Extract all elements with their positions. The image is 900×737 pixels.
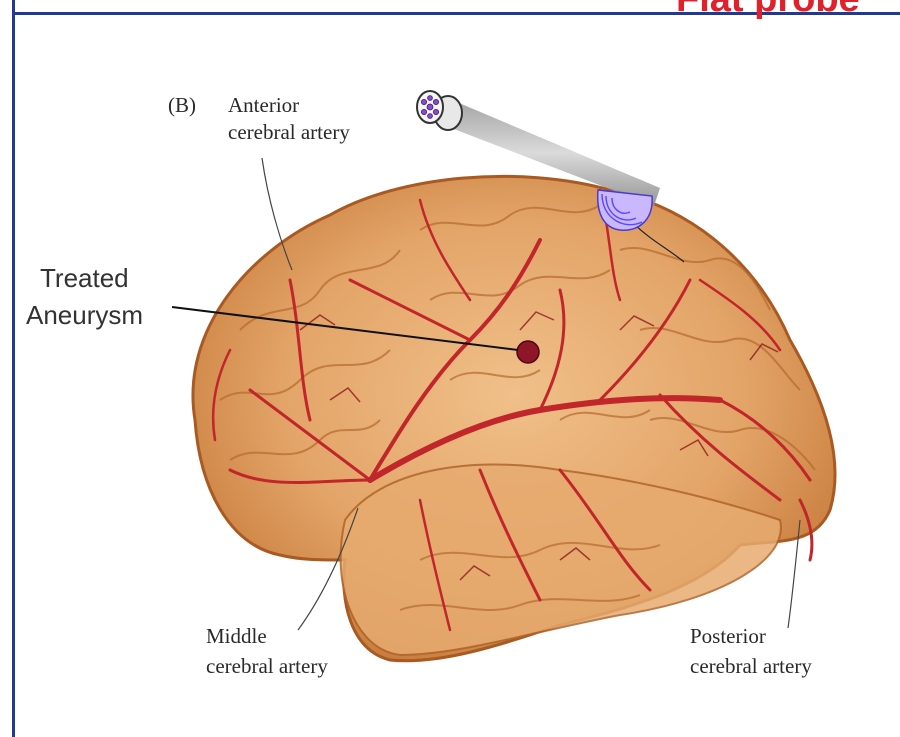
middle-cerebral-artery-label: Middle cerebral artery xyxy=(206,624,328,678)
aneurysm-marker xyxy=(517,341,539,363)
treated-aneurysm-label: Treated Aneurysm xyxy=(26,263,143,330)
posterior-cerebral-artery-label: Posterior cerebral artery xyxy=(690,624,812,678)
anterior-cerebral-artery-label: Anterior cerebral artery xyxy=(228,93,350,144)
panel-label: (B) xyxy=(168,93,196,117)
brain-illustration xyxy=(193,176,835,660)
